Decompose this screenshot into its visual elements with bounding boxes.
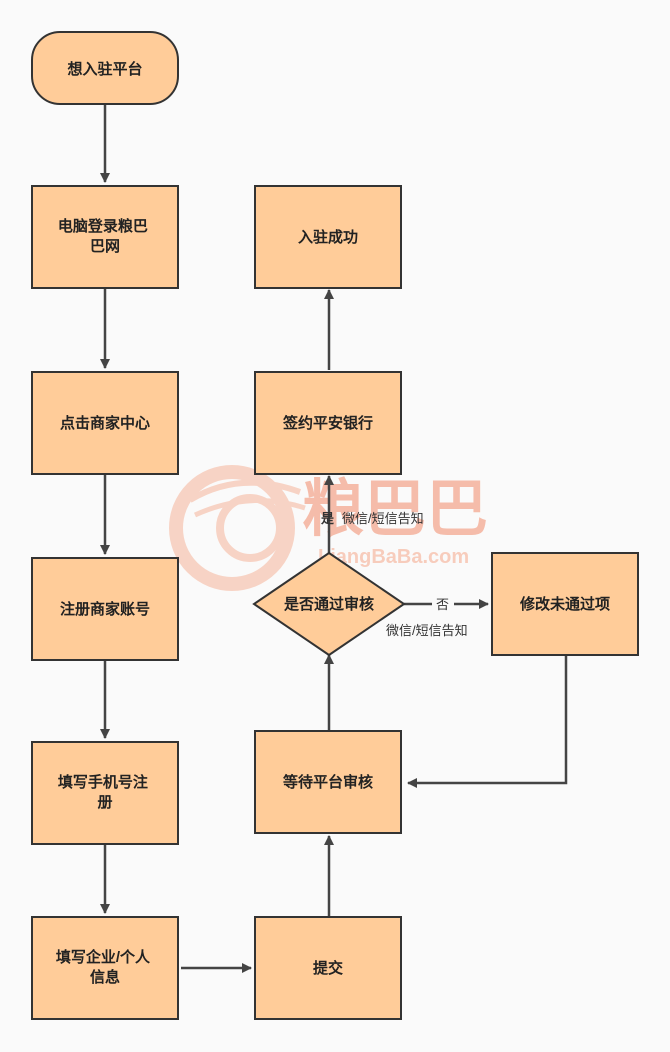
node-login-label: 电脑登录粮巴 巴网 [58, 217, 152, 255]
node-modify-label: 修改未通过项 [519, 595, 610, 613]
node-fill-info: 填写企业/个人 信息 [31, 916, 179, 1020]
watermark-logo [169, 465, 306, 591]
node-sign-bank: 签约平安银行 [254, 371, 402, 475]
node-submit: 提交 [254, 916, 402, 1020]
node-modify: 修改未通过项 [491, 552, 639, 656]
watermark: 粮巴巴 LiangBaBa.com [169, 465, 488, 591]
watermark-brand: 粮巴巴 [302, 475, 488, 544]
edge-labels: 是 微信/短信告知 否 微信/短信告知 [320, 511, 468, 638]
node-sign-bank-label: 签约平安银行 [282, 414, 373, 432]
node-merchant-center: 点击商家中心 [31, 371, 179, 475]
node-fill-info-line-2: 信息 [90, 968, 120, 986]
node-login: 电脑登录粮巴 巴网 [31, 185, 179, 289]
node-success-label: 入驻成功 [298, 228, 358, 246]
node-login-line-1: 电脑登录粮巴 [58, 217, 148, 235]
node-merchant-center-label: 点击商家中心 [60, 414, 150, 432]
edge-modify-to-wait [407, 655, 568, 788]
node-decision: 是否通过审核 [252, 551, 406, 657]
node-fill-info-line-1: 填写企业/个人 [56, 948, 151, 966]
node-wait-review: 等待平台审核 [254, 730, 402, 834]
edge-label-no-bg [432, 595, 454, 613]
edge-label-notify-yes: 微信/短信告知 [342, 511, 424, 526]
edges [100, 104, 568, 973]
edge-label-yes: 是 [320, 511, 335, 526]
edge-label-no: 否 [436, 597, 449, 612]
node-start: 想入驻平台 [31, 31, 179, 105]
edge-label-notify-no: 微信/短信告知 [386, 623, 468, 638]
node-submit-label: 提交 [313, 959, 343, 977]
nodes: 想入驻平台 电脑登录粮巴 巴网 点击商家中心 注册商家账号 填写手机号注 册 [31, 31, 639, 1020]
node-register-account-label: 注册商家账号 [60, 600, 150, 618]
node-phone-register-line-1: 填写手机号注 [58, 773, 148, 791]
node-decision-label: 是否通过审核 [283, 595, 374, 613]
node-register-account: 注册商家账号 [31, 557, 179, 661]
node-start-label: 想入驻平台 [66, 60, 142, 78]
node-phone-register-line-2: 册 [97, 794, 112, 811]
node-login-line-2: 巴网 [90, 238, 120, 255]
node-wait-review-label: 等待平台审核 [283, 773, 373, 791]
watermark-domain: LiangBaBa.com [318, 546, 469, 568]
node-success: 入驻成功 [254, 185, 402, 289]
node-phone-register-label: 填写手机号注 册 [58, 773, 152, 811]
node-fill-info-label: 填写企业/个人 信息 [56, 948, 154, 986]
node-phone-register: 填写手机号注 册 [31, 741, 179, 845]
